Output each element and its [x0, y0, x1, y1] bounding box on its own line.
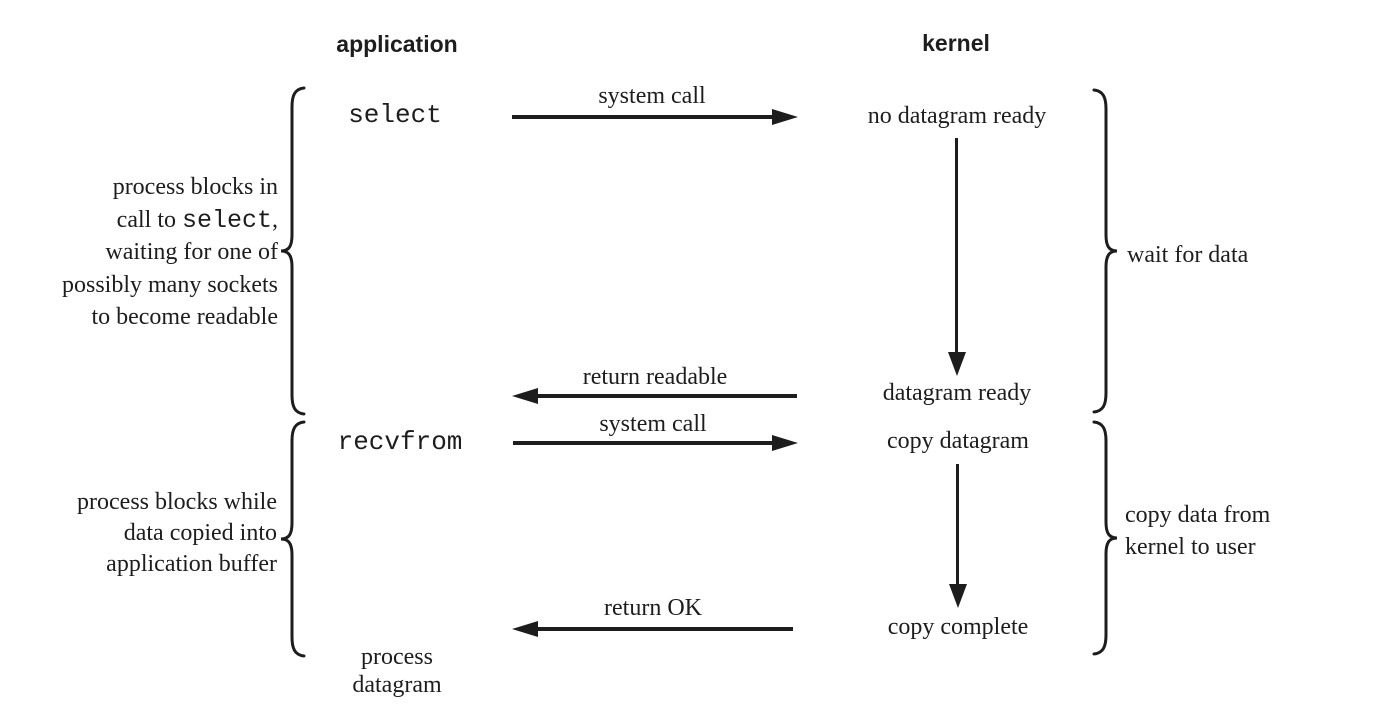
select-annotation-line5: to become readable [91, 304, 278, 330]
select-annotation-line2: call to select, [116, 205, 278, 235]
inline-select-code: select [181, 205, 272, 235]
kernel-column-header: kernel [922, 30, 990, 56]
copy-data-annotation-line1: copy data from [1125, 502, 1271, 528]
select-block-annotation: process blocks in call to select, waitin… [6, 171, 278, 334]
select-annotation-line4: possibly many sockets [62, 271, 278, 298]
copy-datagram-label: copy datagram [887, 428, 1029, 454]
process-datagram-line1: process [361, 644, 433, 670]
copy-data-annotation-line2: kernel to user [1125, 534, 1256, 560]
wait-for-data-arrow-line [955, 138, 958, 354]
process-datagram-label: process datagram [352, 643, 441, 699]
recvfrom-call-label: recvfrom [337, 427, 463, 457]
select-block-brace-icon [280, 86, 306, 416]
select-call-label: select [348, 100, 442, 130]
recvfrom-block-brace-icon [280, 420, 306, 658]
copy-data-brace-icon [1092, 420, 1118, 656]
system-call-select-arrow-label: system call [598, 83, 706, 109]
no-datagram-ready-label: no datagram ready [867, 103, 1047, 129]
return-readable-arrowhead-icon [512, 388, 538, 404]
system-call-select-arrow-line [512, 115, 774, 119]
recvfrom-annotation-line3: application buffer [106, 551, 277, 577]
system-call-recvfrom-arrow-line [513, 441, 774, 445]
copy-data-arrowhead-icon [949, 584, 967, 608]
datagram-ready-label: datagram ready [882, 380, 1032, 406]
system-call-recvfrom-arrowhead-icon [772, 435, 798, 451]
select-annotation-line1: process blocks in [112, 174, 278, 200]
application-column-header: application [336, 31, 458, 57]
return-ok-arrowhead-icon [512, 621, 538, 637]
wait-for-data-annotation: wait for data [1127, 242, 1249, 268]
select-annotation-line3: waiting for one of [105, 239, 278, 265]
recvfrom-annotation-line2: data copied into [123, 520, 277, 546]
wait-for-data-arrowhead-icon [948, 352, 966, 376]
return-ok-arrow-line [536, 627, 793, 631]
recvfrom-annotation-line1: process blocks while [77, 489, 277, 515]
return-readable-arrow-label: return readable [582, 364, 728, 390]
process-datagram-line2: datagram [352, 672, 442, 698]
copy-data-arrow-line [956, 464, 959, 586]
system-call-recvfrom-arrow-label: system call [599, 411, 707, 437]
return-readable-arrow-line [536, 394, 797, 398]
recvfrom-block-annotation: process blocks while data copied into ap… [6, 487, 277, 580]
return-ok-arrow-label: return OK [604, 595, 702, 621]
system-call-select-arrowhead-icon [772, 109, 798, 125]
copy-complete-label: copy complete [887, 614, 1029, 640]
wait-for-data-brace-icon [1092, 88, 1118, 414]
copy-data-annotation: copy data from kernel to user [1125, 499, 1270, 563]
